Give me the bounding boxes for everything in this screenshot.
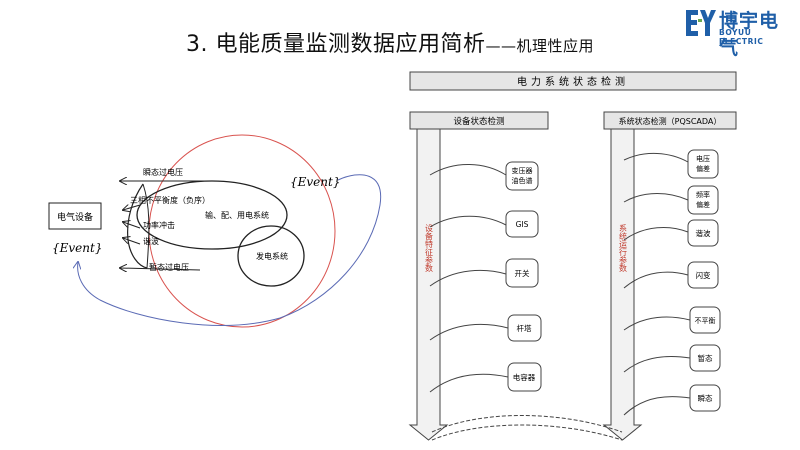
arrow-temp — [120, 268, 201, 270]
node-voltage-dev — [687, 149, 719, 179]
arrow-impact — [123, 222, 141, 229]
node-voltage-line1: 电压 — [696, 154, 710, 163]
label-harmonic: 谐波 — [143, 236, 159, 246]
header-label: 电力系统状态检测 — [517, 75, 629, 88]
node-freq-dev — [687, 185, 719, 215]
arrow-unbalance — [123, 205, 141, 210]
node-gis — [505, 210, 539, 238]
label-transient-over: 瞬态过电压 — [143, 167, 183, 177]
node-transient — [689, 384, 721, 412]
node-harmonic-label: 谐波 — [696, 228, 711, 238]
system-monitor-box — [603, 111, 737, 130]
left-node-group: 变压器 油色谱 GIS 开关 杆塔 电容器 — [429, 161, 542, 393]
node-capacitor-label: 电容器 — [513, 372, 536, 382]
node-flicker — [687, 261, 719, 289]
device-monitor-label: 设备状态检测 — [453, 116, 504, 127]
left-vertical-label: 设备特征参数 — [425, 223, 434, 273]
bottom-arc-top — [431, 415, 623, 433]
logo-name-en: BOYUU ELECTRIC — [719, 28, 764, 46]
label-impact: 功率冲击 — [143, 220, 175, 230]
company-logo: 博宇电气 BOYUU ELECTRIC — [683, 6, 795, 59]
feedback-arrow — [78, 174, 382, 326]
arrow-harmonic — [123, 238, 141, 245]
event-left-label: {Event} — [52, 241, 102, 255]
title-sub: ——机理性应用 — [485, 37, 594, 55]
left-column-arrow — [408, 127, 449, 441]
node-freq-line1: 频率 — [696, 190, 710, 199]
header-bar — [409, 71, 737, 91]
node-transient-label: 瞬态 — [698, 393, 713, 403]
label-system: 输、配、用电系统 — [205, 210, 269, 220]
node-freq-line2: 偏差 — [696, 200, 710, 209]
node-capacitor — [507, 362, 542, 392]
label-gen: 发电系统 — [256, 251, 288, 261]
node-flicker-label: 闪变 — [696, 270, 711, 280]
node-temporary-label: 暂态 — [698, 353, 713, 363]
event-right-label: {Event} — [290, 175, 340, 189]
node-unbalance-label: 不平衡 — [695, 316, 716, 325]
node-temporary — [689, 344, 721, 372]
system-ellipse — [136, 180, 288, 250]
node-gis-label: GIS — [516, 220, 529, 229]
node-harmonic — [687, 219, 719, 247]
right-column-arrow — [602, 127, 643, 441]
node-transformer-oil — [505, 161, 539, 191]
node-unbalance — [689, 306, 721, 334]
node-tower-label: 杆塔 — [517, 323, 532, 333]
node-voltage-line2: 偏差 — [696, 164, 710, 173]
logo-name-cn: 博宇电气 — [719, 10, 780, 59]
node-transformer-line2: 油色谱 — [512, 176, 533, 185]
node-tower — [507, 314, 542, 342]
title-main: 3. 电能质量监测数据应用简析 — [186, 32, 486, 57]
system-monitor-label: 系统状态检测（PQSCADA） — [619, 116, 722, 126]
node-switch — [505, 258, 539, 288]
logo-mark-icon — [686, 10, 716, 36]
device-label: 电气设备 — [57, 211, 93, 223]
label-temp-over: 暂态过电压 — [149, 262, 189, 272]
device-monitor-box — [409, 111, 549, 130]
node-switch-label: 开关 — [515, 268, 530, 278]
device-box — [48, 202, 102, 230]
right-vertical-label: 系统运行参数 — [619, 223, 628, 273]
node-transformer-line1: 变压器 — [512, 166, 533, 175]
gen-ellipse — [237, 225, 305, 287]
right-node-group: 电压 偏差 频率 偏差 谐波 闪变 不平衡 暂态 瞬态 — [623, 149, 721, 416]
bottom-arc-bottom — [431, 424, 623, 441]
funnel-inner-curve — [142, 183, 150, 269]
label-unbalance: 三相不平衡度（负序） — [130, 195, 210, 205]
slide-title: 3. 电能质量监测数据应用简析——机理性应用 — [186, 26, 594, 58]
